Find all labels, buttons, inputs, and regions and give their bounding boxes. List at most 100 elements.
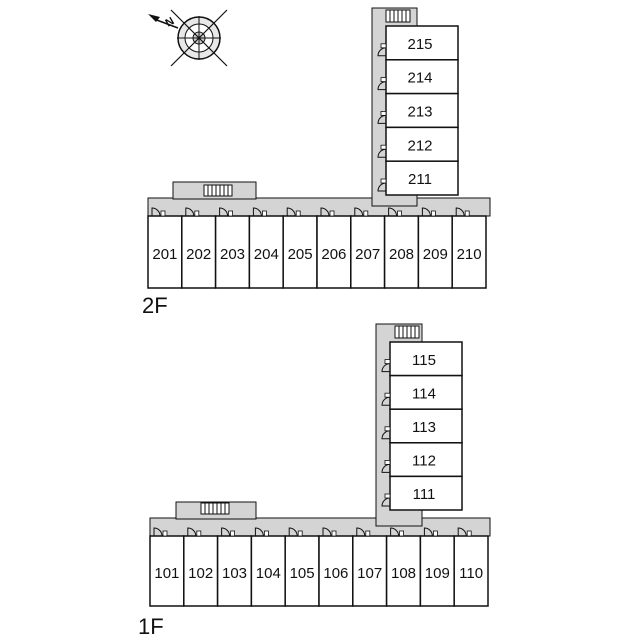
door-icon <box>286 207 301 217</box>
unit-210: 210 <box>451 207 487 289</box>
door-icon <box>322 527 337 537</box>
unit-204: 204 <box>248 207 284 289</box>
unit-213: 213 <box>377 92 459 129</box>
unit-number: 113 <box>412 419 436 436</box>
unit-209: 209 <box>417 207 453 289</box>
unit-106: 106 <box>318 527 354 607</box>
staircase-icon <box>203 184 233 197</box>
unit-number: 203 <box>220 246 245 263</box>
unit-104: 104 <box>250 527 286 607</box>
door-icon <box>185 207 200 217</box>
staircase-icon <box>200 502 230 515</box>
door-icon <box>254 527 269 537</box>
unit-row: 201 202 203 204 205 206 207 208 209 210 <box>147 207 487 289</box>
unit-number: 204 <box>254 246 279 263</box>
unit-number: 110 <box>459 565 483 582</box>
unit-211: 211 <box>377 160 459 196</box>
unit-212: 212 <box>377 126 459 162</box>
unit-wing: 115 114 113 112 111 <box>381 341 463 511</box>
door-icon <box>221 527 236 537</box>
unit-208: 208 <box>383 207 420 289</box>
unit-number: 106 <box>323 565 348 582</box>
unit-113: 113 <box>381 408 463 444</box>
door-icon <box>377 77 387 91</box>
unit-number: 205 <box>288 246 313 263</box>
unit-number: 108 <box>391 565 416 582</box>
door-icon <box>390 527 405 537</box>
unit-203: 203 <box>214 207 251 289</box>
door-icon <box>381 359 391 373</box>
unit-109: 109 <box>419 527 455 607</box>
unit-number: 105 <box>290 565 315 582</box>
door-icon <box>187 527 202 537</box>
unit-number: 102 <box>188 565 213 582</box>
unit-number: 112 <box>412 453 436 470</box>
unit-number: 213 <box>407 104 432 121</box>
door-icon <box>377 178 387 192</box>
unit-number: 212 <box>407 137 432 154</box>
door-icon <box>388 207 403 217</box>
unit-105: 105 <box>284 527 320 607</box>
door-icon <box>219 207 234 217</box>
unit-215: 215 <box>377 25 459 61</box>
door-icon <box>377 144 387 158</box>
door-icon <box>381 459 391 473</box>
unit-108: 108 <box>385 527 422 607</box>
unit-number: 206 <box>321 246 346 263</box>
door-icon <box>423 527 438 537</box>
unit-number: 210 <box>457 246 482 263</box>
unit-214: 214 <box>377 59 459 95</box>
unit-201: 201 <box>147 207 183 289</box>
door-icon <box>356 527 371 537</box>
door-icon <box>381 426 391 440</box>
staircase-icon <box>385 9 411 23</box>
unit-number: 209 <box>423 246 448 263</box>
unit-number: 101 <box>154 565 179 582</box>
unit-207: 207 <box>350 207 386 289</box>
compass-rose-icon <box>148 9 228 67</box>
door-icon <box>381 493 391 507</box>
unit-115: 115 <box>381 341 463 377</box>
floor-label: 1F <box>138 614 164 639</box>
door-icon <box>421 207 436 217</box>
door-icon <box>377 43 387 57</box>
door-icon <box>288 527 303 537</box>
unit-111: 111 <box>381 475 463 511</box>
floor-2f-plan: 201 202 203 204 205 206 207 208 209 210 215 214 213… <box>142 7 491 318</box>
unit-number: 208 <box>389 246 414 263</box>
unit-number: 115 <box>412 352 436 369</box>
unit-102: 102 <box>183 527 219 607</box>
unit-107: 107 <box>352 527 388 607</box>
unit-202: 202 <box>181 207 217 289</box>
door-icon <box>381 392 391 406</box>
unit-number: 202 <box>186 246 211 263</box>
door-icon <box>252 207 267 217</box>
door-icon <box>320 207 335 217</box>
unit-number: 111 <box>413 486 436 503</box>
unit-number: 214 <box>407 70 432 87</box>
door-icon <box>354 207 369 217</box>
door-icon <box>153 527 168 537</box>
unit-206: 206 <box>316 207 352 289</box>
unit-number: 211 <box>408 171 432 188</box>
unit-number: 207 <box>355 246 380 263</box>
unit-number: 107 <box>357 565 382 582</box>
door-icon <box>151 207 166 217</box>
unit-wing: 215 214 213 212 211 <box>377 25 459 196</box>
unit-205: 205 <box>282 207 318 289</box>
unit-101: 101 <box>149 527 185 607</box>
door-icon <box>377 111 387 124</box>
staircase-icon <box>394 325 420 339</box>
floor-label: 2F <box>142 293 168 318</box>
unit-103: 103 <box>216 527 253 607</box>
unit-number: 201 <box>152 246 177 263</box>
unit-number: 114 <box>412 385 436 402</box>
door-icon <box>455 207 470 217</box>
unit-number: 104 <box>256 565 281 582</box>
unit-112: 112 <box>381 442 463 478</box>
unit-number: 109 <box>425 565 450 582</box>
door-icon <box>457 527 472 537</box>
